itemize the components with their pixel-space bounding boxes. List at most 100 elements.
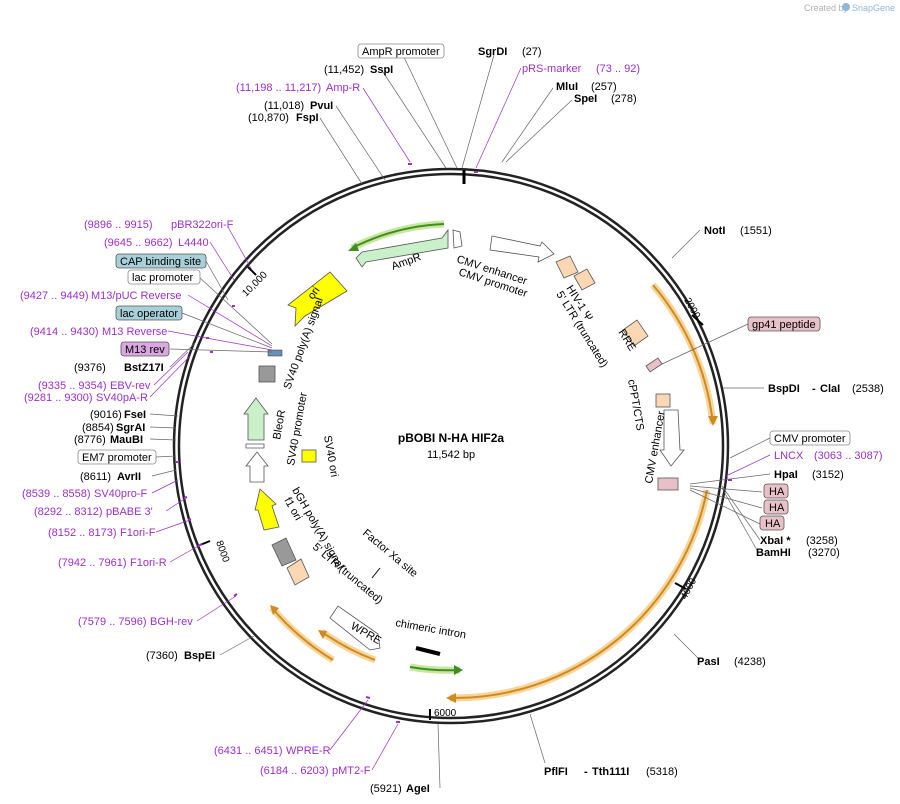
f1-ori-feature [254,488,280,531]
primer-marks [176,163,732,723]
cmvprom-label: CMV promoter [774,433,846,445]
leader-bamhi [721,487,759,553]
em7-label: EM7 promoter [82,452,152,464]
m13r-name: M13 Reverse [102,326,167,338]
hpai-name: HpaI [774,469,798,481]
wpre-feature [329,605,381,651]
bamhi-pos: (3270) [808,547,840,559]
leader-m13rev [169,348,273,353]
leader-cmvprom [729,437,771,459]
m13r-range: (9414 .. 9430) [30,326,99,338]
orange-arc-3-arrow-icon [270,605,279,615]
bottom-labels: (6431 .. 6451) WPRE-R (6184 .. 6203) pMT… [214,745,678,795]
orange-arc-1-arrow-icon [708,416,718,426]
sspi-pos: (11,452) [324,64,364,76]
feature-label-sv40ori: SV40 ori [321,434,340,478]
tick-label-6000: 6000 [434,708,457,719]
chimeric-intron-feature [415,646,441,656]
bleor-feature [243,397,269,441]
leader-pflfi [529,713,546,764]
ltr-3-feature [286,558,310,586]
ebv-range: (9335 .. 9354) [38,380,107,392]
leader-gp41 [661,323,749,365]
agei-pos: (5921) [370,783,402,795]
fspi-name: FspI [296,112,319,124]
leader-m13r [167,330,273,351]
f1orir-name: F1ori-R [130,557,167,569]
tick-label-8000: 8000 [213,539,231,564]
prs-range: (73 .. 92) [596,63,640,75]
feature-label-ltr3: 5' LTR (truncated) [310,541,385,606]
sgrdi-pos: (27) [522,46,542,58]
sgrdi-name: SgrDI [478,46,507,58]
gp41-label: gp41 peptide [752,319,816,331]
f1orif-range: (8152 .. 8173) [48,527,117,539]
bstz17i-name: BstZ17I [124,362,164,374]
leader-xbai [721,485,761,541]
fsei-name: FseI [124,409,146,421]
ha1-box [763,483,789,499]
leader-bstz17i [169,341,197,368]
f1orir-range: (7942 .. 7961) [58,557,127,569]
pmt2-name: pMT2-F [332,765,371,777]
orange-arc-2 [449,489,708,700]
orange-arc-3 [271,607,334,661]
pasi-pos: (4238) [734,656,766,668]
plasmid-size: 11,542 bp [427,449,475,461]
green-arc-ampr [351,223,445,249]
pflfi-name: PflFI [544,766,568,778]
plasmid-name: pBOBI N-HA HIF2a [398,431,505,445]
bspei-pos: (7360) [146,650,178,662]
lncx-range: (3063 .. 3087) [814,450,883,462]
f1orif-name: F1ori-F [120,527,156,539]
sep-dash-bspdi: - [812,383,816,395]
leader-ebv [153,351,189,386]
bspdi-pos: (2538) [852,383,884,395]
wpre-name: WPRE-R [286,745,331,757]
gp41-box [747,316,821,332]
snapgene-logo-icon [842,3,850,11]
leader-noti [671,229,701,259]
watermark-brand: SnapGene [852,3,895,13]
feature-label-bleor: BleoR [271,409,288,441]
pbabe-range: (8292 .. 8312) [34,506,103,518]
ha-tags-feature [657,477,679,491]
cmv-enhancer-feature [489,235,555,263]
fsei-pos: (9016) [90,409,122,421]
cap-box [115,253,207,269]
lacop-label: lac operator [120,308,178,320]
factor-xa-site-mark [371,567,381,579]
bgh-polya-feature [271,537,297,567]
m13puc-range: (9427 .. 9449) [20,290,89,302]
leader-pasi [673,633,701,661]
pmt2-range: (6184 .. 6203) [260,765,329,777]
orange-arc-2-arrow-icon [446,693,456,703]
maubi-name: MauBI [110,434,143,446]
hiv-psi-feature [555,255,579,279]
feature-label-cppt: cPPT/CTS [625,378,646,431]
avrii-name: AvrII [117,471,141,483]
leader-sv40pro [151,479,179,494]
cap-label: CAP binding site [120,256,201,268]
ampr-feature [355,228,449,268]
pvui-pos: (11,018) [264,100,304,112]
ltr-5-feature [573,268,596,291]
green-arc-intron-arrow-icon [454,665,463,675]
leader-bgh [196,595,237,622]
leader-sspi [382,71,447,169]
amprprom-label: AmpR promoter [362,46,440,58]
backbone-outer-ring [172,167,730,725]
right-labels: NotI (1551) gp41 peptide BspDI - ClaI (2… [697,225,884,668]
green-arc-ampr-arrow-icon [348,243,359,251]
leader-spei [505,99,573,163]
noti-pos: (1551) [740,225,772,237]
prs-name: pRS-marker [522,63,582,75]
spei-pos: (278) [611,93,637,105]
maubi-pos: (8776) [74,434,106,446]
snapgene-watermark: Created by SnapGene [804,3,895,13]
leader-ha1 [689,485,763,493]
primer-mark-pbabe [183,496,188,499]
leader-maubi [149,438,177,441]
avrii-pos: (8611) [80,471,111,483]
